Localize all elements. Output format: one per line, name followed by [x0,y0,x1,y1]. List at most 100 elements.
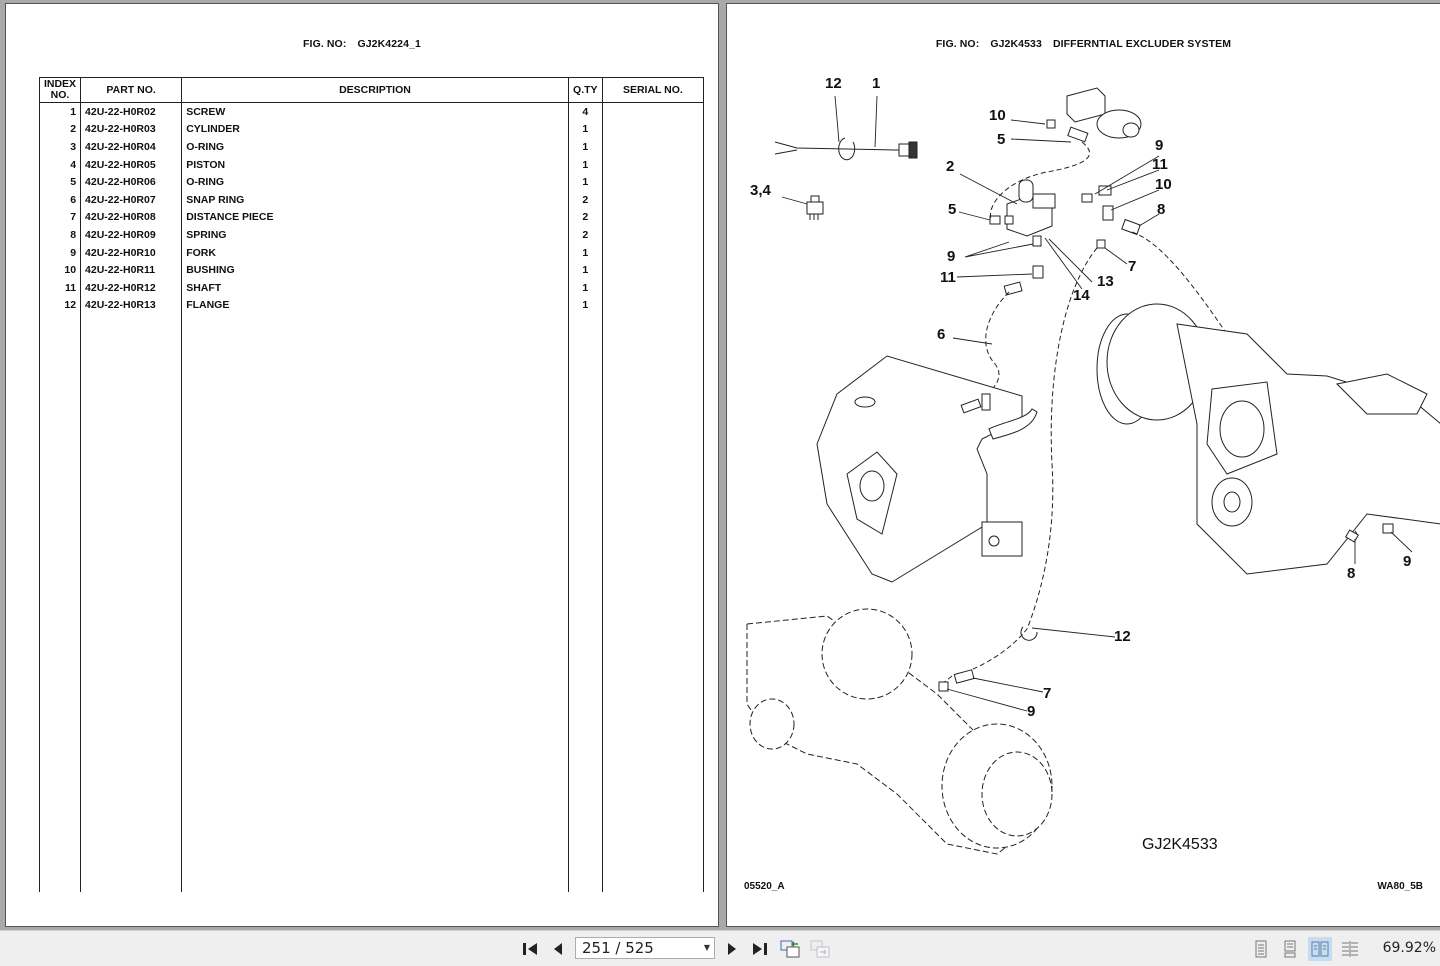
cell-part-no: 42U-22-H0R10 [80,243,183,262]
callout-label: 7 [1043,685,1052,702]
cell-part-no: 42U-22-H0R06 [80,173,183,191]
cell-part-no: 42U-22-H0R04 [80,138,183,156]
cell-qty: 1 [567,261,603,279]
continuous-facing-icon [1342,941,1358,957]
callout-label: 5 [997,131,1006,148]
callout-label: 11 [940,269,956,286]
callout-label: 12 [1114,628,1131,645]
cell-description: SPRING [181,226,569,244]
fig-header: FIG. NO: GJ2K4224_1 [6,38,718,50]
cell-serial-no [601,173,705,191]
callout-label: 12 [825,75,842,92]
fittings [989,185,1141,296]
cell-index: 7 [38,208,82,227]
cell-serial-no [601,278,705,297]
cell-description: PISTON [181,155,569,174]
cell-description: BUSHING [181,261,569,279]
document-viewport[interactable]: FIG. NO: GJ2K4224_1 INDEX NO. PART NO. D… [0,0,1440,930]
cell-part-no: 42U-22-H0R09 [80,226,183,244]
cell-index: 12 [38,296,82,315]
cell-index: 2 [38,120,82,139]
cell-serial-no [601,261,705,279]
continuous-page-view-button[interactable] [1278,937,1302,961]
cell-description: O-RING [181,173,569,191]
page-indicator: 251 / 525 [582,939,654,957]
last-page-icon [753,943,767,955]
fig-label: FIG. NO: [303,38,347,50]
cell-index: 6 [38,190,82,209]
facing-pages-view-button[interactable] [1308,937,1332,961]
callout-label: 10 [989,107,1006,124]
callout-label: 2 [946,158,955,175]
cell-description: SCREW [181,102,569,121]
header-serial-no: SERIAL NO. [601,77,705,103]
cell-description: O-RING [181,138,569,156]
first-page-button[interactable] [518,937,542,961]
next-page-button[interactable] [720,937,744,961]
cell-serial-no [601,138,705,156]
cell-serial-no [601,155,705,174]
cell-index: 9 [38,243,82,262]
cell-description: CYLINDER [181,120,569,139]
callout-label: 11 [1152,156,1168,173]
fig-title: DIFFERNTIAL EXCLUDER SYSTEM [1052,38,1232,50]
callout-label: 8 [1347,565,1356,582]
page-dropdown-caret-icon[interactable]: ▼ [703,943,710,952]
cell-part-no: 42U-22-H0R07 [80,190,183,209]
cell-qty: 2 [567,208,603,227]
cell-qty: 1 [567,120,603,139]
callout-label: 5 [948,201,957,218]
last-page-button[interactable] [748,937,772,961]
cell-description: FLANGE [181,296,569,315]
cell-serial-no [601,243,705,262]
zoom-level[interactable]: 69.92% [1382,940,1436,956]
cell-part-no: 42U-22-H0R05 [80,155,183,174]
callout-label: 7 [1128,258,1137,275]
front-axle [746,608,1053,855]
fig-number: GJ2K4533 [990,38,1042,50]
callout-label: 6 [937,326,946,343]
empty-cell [80,314,183,893]
callout-label: 1 [872,75,881,92]
callout-label: 3,4 [750,182,771,199]
cell-part-no: 42U-22-H0R08 [80,208,183,227]
empty-cell [38,314,82,893]
continuous-page-icon [1284,940,1296,958]
next-view-icon [810,940,830,958]
page-parts-list: FIG. NO: GJ2K4224_1 INDEX NO. PART NO. D… [5,3,719,927]
header-description: DESCRIPTION [181,77,569,103]
go-back-view-button[interactable] [779,937,803,961]
parts-table: INDEX NO. PART NO. DESCRIPTION Q.TY SERI… [38,77,705,893]
cell-serial-no [601,190,705,209]
previous-page-button[interactable] [546,937,570,961]
empty-cell [567,314,603,893]
next-page-icon [728,943,736,955]
cell-serial-no [601,296,705,315]
empty-cell [181,314,569,893]
hydraulic-tank [816,355,1038,583]
single-page-view-button[interactable] [1249,937,1273,961]
callout-label: 9 [1403,553,1412,570]
callout-label: 10 [1155,176,1172,193]
callout-label: 9 [947,248,956,265]
continuous-facing-view-button[interactable] [1338,937,1362,961]
diagram-id-label: GJ2K4533 [1142,836,1218,853]
page-number-input[interactable]: 251 / 525 ▼ [575,937,715,959]
callout-label: 9 [1027,703,1036,720]
pdf-navigation-toolbar: 251 / 525 ▼ 69.92% [0,930,1440,966]
fig-number: GJ2K4224_1 [357,38,421,50]
cell-serial-no [601,226,705,244]
cell-description: SNAP RING [181,190,569,209]
go-forward-view-button[interactable] [809,937,833,961]
cell-description: DISTANCE PIECE [181,208,569,227]
header-index: INDEX NO. [38,77,82,103]
